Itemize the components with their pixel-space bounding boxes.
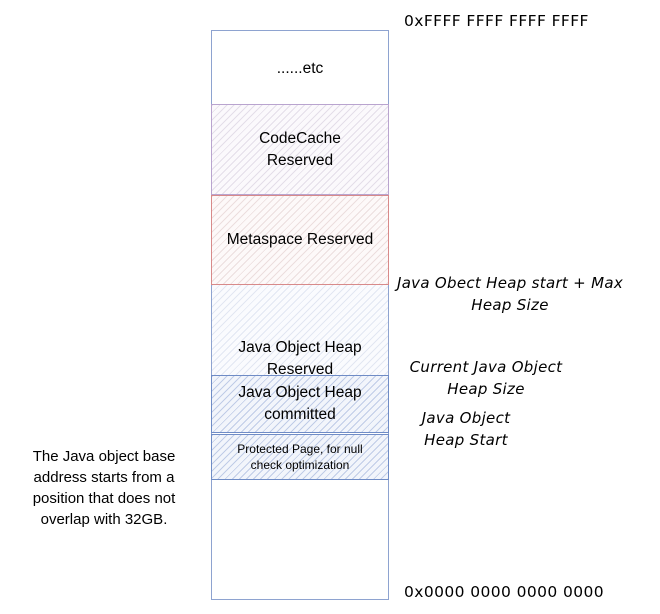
heap-current-annotation: Current Java Object Heap Size xyxy=(409,358,563,398)
codecache-region: CodeCache Reserved xyxy=(211,104,389,195)
protected-page-label: Protected Page, for null check optimizat… xyxy=(237,442,363,472)
metaspace-region: Metaspace Reserved xyxy=(211,195,389,285)
heap-reserved-region: Java Object Heap Reserved xyxy=(211,285,389,375)
codecache-label: CodeCache Reserved xyxy=(259,129,341,169)
heap-committed-label: Java Object Heap committed xyxy=(238,384,362,423)
heap-reserved-label: Java Object Heap Reserved xyxy=(238,339,362,375)
heap-max-annotation: Java Obect Heap start + Max Heap Size xyxy=(396,274,624,314)
bottom-address-label: 0x0000 0000 0000 0000 xyxy=(404,583,605,601)
protected-page-region: Protected Page, for null check optimizat… xyxy=(211,434,389,480)
top-address-label: 0xFFFF FFFF FFFF FFFF xyxy=(404,12,589,30)
etc-region: ......etc xyxy=(211,30,389,104)
metaspace-label: Metaspace Reserved xyxy=(226,231,374,248)
etc-label: ......etc xyxy=(276,60,324,77)
heap-start-annotation: Java Object Heap Start xyxy=(421,409,511,449)
base-address-note: The Java object base address starts from… xyxy=(32,448,176,528)
heap-committed-region: Java Object Heap committed xyxy=(211,375,389,433)
